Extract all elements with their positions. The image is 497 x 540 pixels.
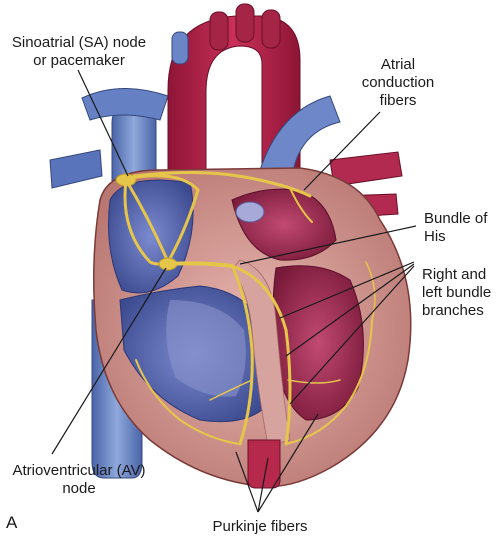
leader-purkinje-1: [235, 451, 259, 513]
leader-purkinje-2: [257, 457, 269, 513]
pulmonary-veins-left: [49, 149, 103, 189]
right-bundle-branch: [230, 264, 254, 446]
label-purkinje-line1: Purkinje fibers: [212, 518, 308, 535]
aortic-branch-3: [261, 9, 281, 49]
pulmonary-artery-left-branch: [81, 88, 169, 121]
purkinje-fiber-1: [135, 359, 241, 445]
leader-av-node: [51, 267, 167, 455]
internodal-path-1: [124, 178, 170, 264]
pulmonary-artery-right: [259, 95, 341, 179]
purkinje-fiber-2: [285, 319, 373, 445]
label-atrial-conduction-line3: fibers: [379, 92, 417, 109]
label-atrial-conduction: Atrial conduction fibers: [348, 56, 448, 110]
label-bundle-of-his-line2: His: [424, 228, 446, 245]
leader-bundle-branch-3: [289, 265, 415, 405]
label-bundle-of-his-line1: Bundle of: [424, 210, 488, 227]
label-bundle-of-his: Bundle of His: [424, 210, 487, 246]
label-sa-node-line1: Sinoatrial (SA) node: [11, 34, 147, 51]
aortic-branch-1: [209, 11, 229, 51]
right-ventricle-inner: [166, 300, 246, 397]
leader-bundle-branch-2: [285, 263, 415, 357]
label-atrial-conduction-line2: conduction: [361, 74, 435, 91]
conduction-system: [115, 170, 376, 446]
label-av-node-line2: node: [62, 480, 96, 497]
leader-bundle-branch-1: [279, 261, 415, 319]
internodal-path-3: [128, 174, 200, 264]
brachiocephalic-branch: [171, 31, 189, 65]
panel-letter: A: [6, 513, 18, 532]
bundle-of-his-path: [166, 261, 234, 268]
valve-cusp: [235, 201, 265, 223]
purkinje-fiber-3: [209, 379, 253, 401]
leader-lines: [51, 69, 417, 513]
leader-atrial-conduction: [303, 111, 381, 191]
leader-bundle-of-his: [239, 225, 417, 265]
label-atrial-conduction-line1: Atrial: [380, 56, 416, 73]
label-purkinje: Purkinje fibers: [190, 518, 330, 536]
label-bundle-branches-line2: left bundle: [422, 284, 492, 301]
aortic-branch-2: [235, 3, 255, 43]
label-sa-node: Sinoatrial (SA) node or pacemaker: [0, 34, 158, 70]
purkinje-fiber-5: [365, 261, 376, 321]
label-bundle-branches-line1: Right and: [422, 266, 487, 283]
label-av-node-line1: Atrioventricular (AV): [12, 462, 146, 479]
leader-purkinje-3: [257, 413, 319, 513]
atrial-conduction-path: [132, 170, 312, 198]
label-bundle-branches: Right and left bundle branches: [422, 266, 491, 320]
label-bundle-branches-line3: branches: [422, 302, 484, 319]
left-bundle-branch: [230, 264, 292, 446]
purkinje-fiber-4: [287, 379, 341, 384]
label-sa-node-line2: or pacemaker: [33, 52, 125, 69]
label-av-node: Atrioventricular (AV) node: [0, 462, 158, 498]
leader-sa-node: [77, 69, 129, 177]
atrial-conduction-branch: [289, 187, 313, 223]
